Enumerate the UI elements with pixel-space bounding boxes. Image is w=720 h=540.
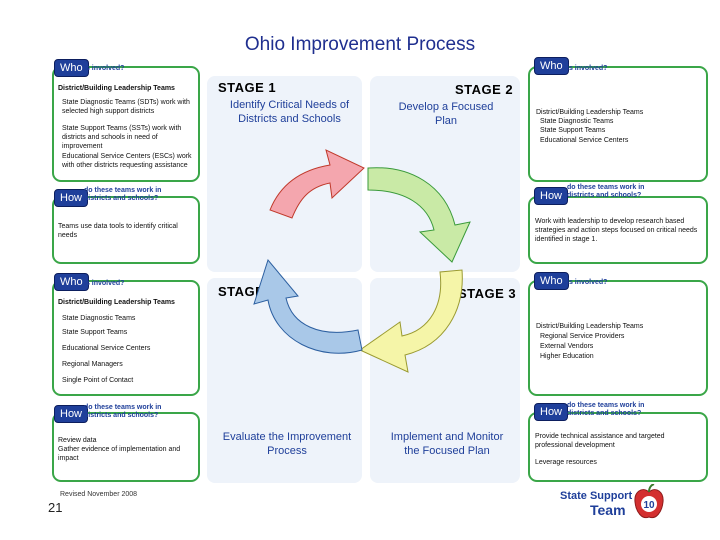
list-item: Higher Education — [540, 353, 594, 360]
who-tag: Who — [54, 273, 89, 291]
list-item: State Diagnostic Teams (SDTs) work with … — [62, 99, 190, 115]
who-tag: Who — [54, 59, 89, 77]
right-top-how-box — [528, 196, 708, 264]
list-item: State Support Teams — [62, 329, 128, 336]
stage-2-desc: Develop a Focused Plan — [398, 101, 494, 127]
how-tag: How — [534, 187, 569, 205]
left-top-who-box — [52, 66, 200, 182]
list-item: Gather evidence of implementation and im… — [58, 446, 181, 462]
arrow-stage3-to-4 — [358, 269, 463, 373]
list-item: District/Building Leadership Teams — [58, 85, 175, 92]
who-tag: Who — [534, 272, 569, 290]
who-question: is involved? — [567, 65, 608, 72]
revised-date: Revised November 2008 — [60, 491, 138, 498]
stage-3-label: STAGE 3 — [458, 286, 517, 301]
who-question: is involved? — [84, 65, 125, 72]
right-top-who-box — [528, 66, 708, 182]
list-item: State Support Teams — [540, 127, 606, 134]
list-item: Regional Service Providers — [540, 333, 625, 340]
stage-1-desc: Identify Critical Needs of Districts and… — [229, 99, 350, 125]
how-tag: How — [54, 189, 89, 207]
list-item: Leverage resources — [535, 459, 597, 466]
list-item: State Support Teams (SSTs) work with dis… — [62, 125, 182, 150]
list-item: Teams use data tools to identify critica… — [58, 223, 178, 239]
stage-2-label: STAGE 2 — [455, 82, 514, 97]
list-item: Regional Managers — [62, 361, 123, 368]
list-item: Educational Service Centers — [62, 345, 151, 352]
list-item: Work with leadership to develop research… — [535, 218, 698, 243]
logo-text: Team — [590, 502, 626, 518]
left-bottom-how-box — [52, 412, 200, 482]
arrow-stage4-to-1 — [253, 258, 363, 354]
list-item: District/Building Leadership Teams — [536, 323, 644, 330]
list-item: State Diagnostic Teams — [62, 315, 136, 322]
list-item: Provide technical assistance and targete… — [535, 433, 665, 449]
list-item: District/Building Leadership Teams — [58, 299, 175, 306]
left-bottom-who-box — [52, 280, 200, 396]
logo-number: 10 — [643, 500, 655, 511]
list-item: External Vendors — [540, 343, 594, 350]
left-top-how-box — [52, 196, 200, 264]
arrow-stage1-to-2 — [269, 149, 365, 219]
arrow-stage2-to-3 — [367, 167, 471, 263]
list-item: Review data — [58, 437, 97, 444]
apple-logo-icon: 10 — [634, 484, 664, 519]
page-title: Ohio Improvement Process — [244, 34, 476, 55]
page-number: 21 — [48, 500, 63, 515]
how-tag: How — [534, 403, 569, 421]
who-question: is involved? — [567, 279, 608, 286]
list-item: Single Point of Contact — [62, 377, 134, 384]
logo-text: State Support — [560, 490, 633, 502]
list-item: Educational Service Centers — [540, 137, 629, 144]
list-item: District/Building Leadership Teams — [536, 109, 644, 116]
stage-4-desc: Evaluate the Improvement Process — [222, 431, 352, 457]
who-tag: Who — [534, 57, 569, 75]
right-bottom-who-box — [528, 280, 708, 396]
list-item: Educational Service Centers (ESCs) work … — [62, 153, 192, 169]
right-bottom-how-box — [528, 412, 708, 482]
stage-1-label: STAGE 1 — [218, 80, 277, 95]
how-tag: How — [54, 405, 89, 423]
who-question: is involved? — [84, 280, 125, 287]
list-item: State Diagnostic Teams — [540, 118, 614, 125]
stage-3-desc: Implement and Monitor the Focused Plan — [390, 431, 504, 457]
